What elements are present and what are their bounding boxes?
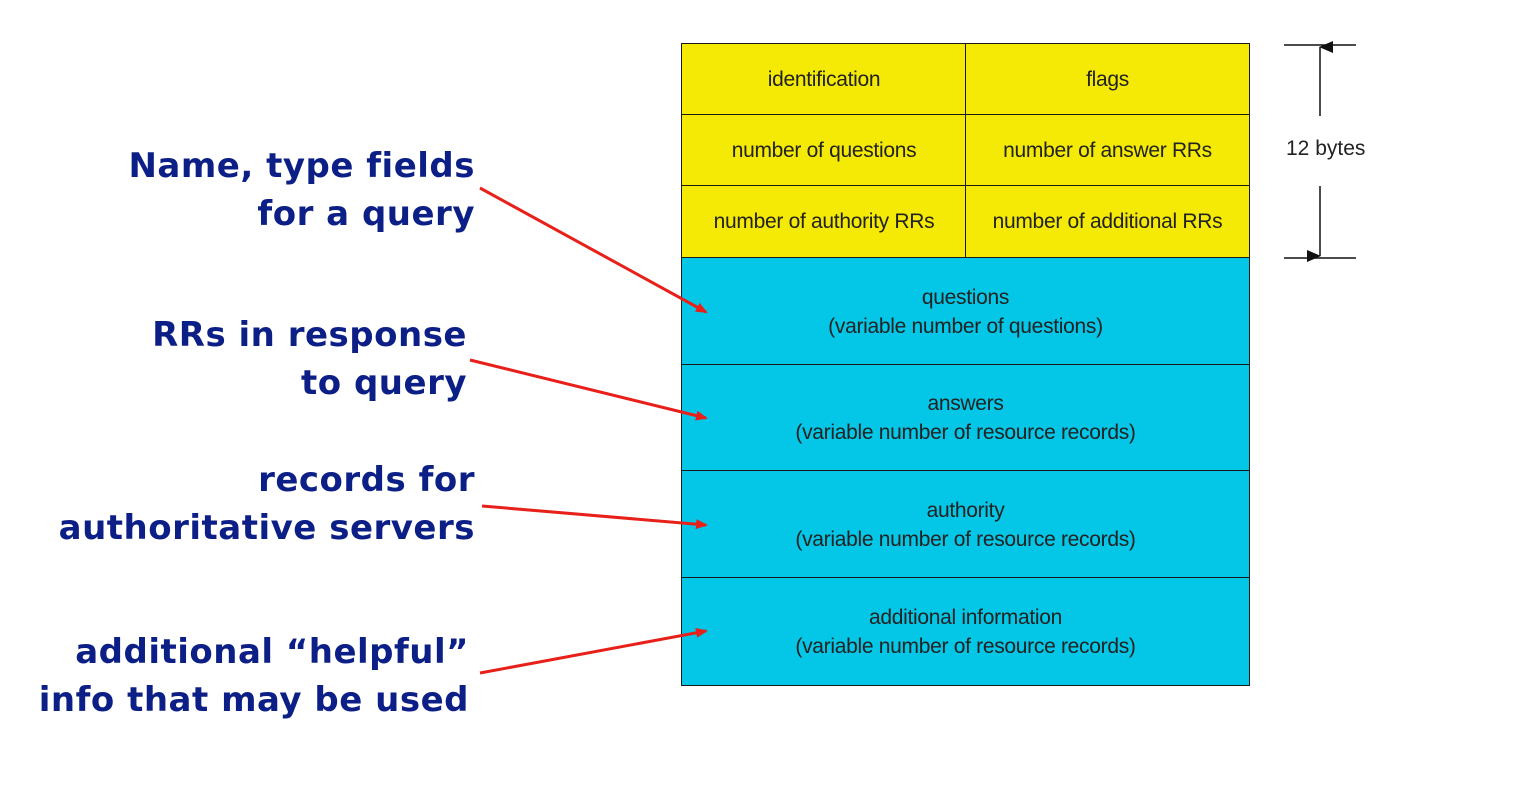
num-questions-field: number of questions — [681, 114, 967, 187]
answers-arrow — [469, 358, 708, 421]
num-questions-label: number of questions — [731, 138, 917, 162]
answers-title: answers — [927, 392, 1004, 415]
num-answer-rrs-label: number of answer RRs — [1003, 138, 1212, 162]
answers-annotation-line: RRs in response — [152, 315, 467, 355]
num-additional-rrs-label: number of additional RRs — [992, 210, 1223, 233]
additional-arrow — [479, 627, 708, 675]
questions-annotation-line: Name, type fields — [128, 146, 475, 186]
authority-annotation: records for authoritative servers — [59, 456, 475, 552]
header-size-label: 12 bytes — [1286, 137, 1366, 160]
flags-field: flags — [965, 43, 1250, 116]
questions-section: questions (variable number of questions) — [681, 257, 1250, 366]
answers-detail: (variable number of resource records) — [795, 421, 1136, 444]
num-authority-rrs-label: number of authority RRs — [713, 210, 935, 233]
num-authority-rrs-field: number of authority RRs — [681, 185, 967, 259]
answers-annotation: RRs in response to query — [152, 311, 467, 407]
identification-label: identification — [767, 67, 881, 91]
questions-annotation: Name, type fields for a query — [128, 142, 475, 238]
identification-field: identification — [681, 43, 967, 116]
questions-detail: (variable number of questions) — [828, 314, 1103, 338]
additional-annotation-line: info that may be used — [38, 680, 469, 720]
authority-section: authority (variable number of resource r… — [681, 470, 1250, 579]
answers-section: answers (variable number of resource rec… — [681, 364, 1250, 472]
questions-arrow — [479, 186, 708, 314]
questions-title: questions — [921, 285, 1010, 309]
additional-title: additional information — [868, 605, 1063, 629]
additional-section: additional information (variable number … — [681, 577, 1250, 686]
additional-annotation-line: additional “helpful” — [75, 632, 469, 672]
additional-annotation: additional “helpful” info that may be us… — [39, 628, 469, 724]
authority-annotation-line: records for — [258, 460, 475, 500]
authority-detail: (variable number of resource records) — [795, 527, 1136, 551]
questions-annotation-line: for a query — [257, 194, 475, 234]
authority-title: authority — [926, 498, 1005, 522]
additional-detail: (variable number of resource records) — [795, 634, 1136, 658]
answers-annotation-line: to query — [301, 363, 467, 403]
authority-arrow — [481, 504, 708, 530]
flags-label: flags — [1086, 67, 1129, 91]
num-additional-rrs-field: number of additional RRs — [965, 185, 1250, 259]
authority-annotation-line: authoritative servers — [58, 508, 475, 548]
